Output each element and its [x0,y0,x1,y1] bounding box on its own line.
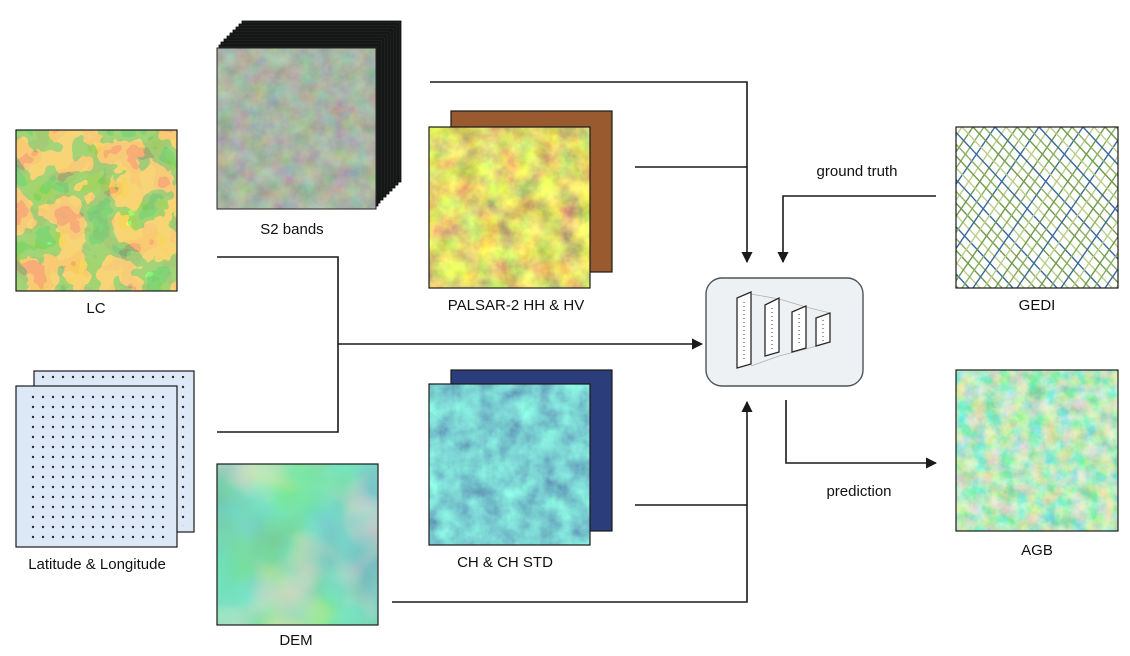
gedi-track-line [983,127,1118,272]
connectors [217,81,938,603]
gedi-track-line [1060,203,1118,288]
gedi-track-line [961,127,1113,288]
gedi-track-line [786,127,896,288]
gedi-track-line [1005,127,1118,249]
gedi-track-line [956,143,1091,288]
latlon-grid-stack [15,370,195,548]
s2-bands-label: S2 bands [260,221,323,238]
gedi-track-line [1038,171,1118,288]
gedi-track-line [797,127,947,288]
connector-ground-truth [777,195,936,264]
gedi-track-line [1027,127,1118,225]
gedi-track-line [972,127,1118,284]
ground-truth-label: ground truth [817,163,898,180]
gedi-track-line [1049,187,1118,288]
connector-prediction [785,400,938,469]
gedi-track-line [1049,127,1118,202]
gedi-track-line [956,273,970,288]
gedi-track-line [956,237,1003,288]
gedi-track-line [956,284,959,288]
gedi-track-line [1060,127,1118,190]
agb-map [955,369,1119,532]
palsar-stack [428,110,613,289]
gedi-track-line [1093,251,1118,288]
dem-label: DEM [279,632,312,649]
agb-label: AGB [1021,542,1053,559]
model-box [705,277,864,387]
gedi-track-line [956,154,1080,288]
connector-s2 [430,81,753,264]
gedi-track-line [841,127,951,288]
gedi-track-line [1082,235,1118,288]
gedi-track-line [956,249,992,288]
gedi-track-line [797,127,907,288]
gedi-track-line [808,127,918,288]
neural-network-icon [736,291,831,369]
gedi-track-line [1038,127,1118,213]
prediction-label: prediction [826,483,891,500]
s2-bands-stack [216,20,402,210]
gedi-track-line [956,127,963,138]
gedi-track-line [786,127,936,288]
gedi-track-line [1071,127,1118,178]
gedi-track-line [956,131,1102,288]
gedi-track-line [1016,127,1118,237]
gedi-label: GEDI [1019,297,1056,314]
gedi-track-line [956,225,1014,288]
gedi-track-line [956,213,1025,288]
dem-map [216,463,379,626]
connector-dem [392,400,753,603]
gedi-track-line [956,190,1047,288]
gedi-track-line [956,178,1058,288]
gedi-track-line [819,127,929,288]
gedi-track-line [1082,127,1118,166]
gedi-track-line [956,166,1069,288]
gedi-track-line [1027,155,1118,288]
gedi-track-line [956,202,1036,288]
ch-stack [428,369,613,546]
latlon-label: Latitude & Longitude [28,556,166,573]
lc-map [15,129,178,292]
connector-lc [217,256,339,433]
palsar-label: PALSAR-2 HH & HV [448,297,584,314]
ch-label: CH & CH STD [457,554,553,571]
lc-label: LC [86,300,105,317]
gedi-track-line [994,127,1118,261]
gedi-track-line [830,127,940,288]
gedi-tracks [786,126,1119,289]
gedi-track-line [1071,219,1118,288]
